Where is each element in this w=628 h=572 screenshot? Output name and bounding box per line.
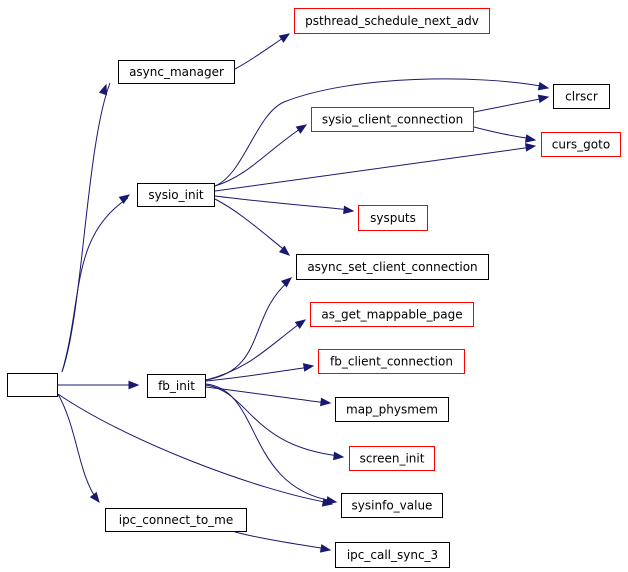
edge-fb_init-to-sysinfo_value [205,383,334,502]
node-box-psthread_schedule_next_adv [294,8,490,34]
node-box-as_get_mappable_page [310,302,474,327]
node-box-fb_client_connection [318,349,465,374]
arrowhead-sysio_init-to-clrscr [537,81,550,91]
node-map_physmem[interactable]: map_physmem [335,397,449,422]
edge-main-to-async_manager [61,82,111,373]
node-sysinfo_value[interactable]: sysinfo_value [341,493,443,518]
arrowhead-sysio_init-to-sysio_client_connection [295,124,308,134]
arrowhead-sysio_init-to-curs_goto [524,143,537,152]
node-label-async_manager: async_manager [129,65,224,79]
arrowhead-main-to-sysio_init [118,194,131,204]
arrowhead-sysio_init-to-sysputs [343,205,355,215]
node-label-clrscr: clrscr [565,90,598,104]
node-box-fb_init [147,374,206,398]
node-curs_goto[interactable]: curs_goto [541,132,621,157]
arrowhead-main-to-fb_init [128,380,140,390]
edge-sysio_init-to-async_set_client_connection [214,198,288,253]
node-label-screen_init: screen_init [360,452,425,466]
node-fb_client_connection[interactable]: fb_client_connection [318,349,465,374]
node-box-curs_goto [541,132,621,157]
arrowhead-fb_init-to-fb_client_connection [302,363,315,372]
nodes-layer: main async_manager psthread_schedule_next_… [7,8,621,568]
edge-sysio_init-to-curs_goto [214,146,533,192]
node-label-ipc_connect_to_me: ipc_connect_to_me [119,513,234,527]
arrowhead-fb_init-to-async_set_client_connection [280,277,293,288]
edge-sysio_init-to-sysputs [214,195,351,211]
node-box-async_set_client_connection [296,254,489,280]
edge-fb_init-to-fb_client_connection [205,366,311,382]
arrowhead-sysio_client_connection-to-curs_goto [524,134,537,143]
edge-fb_init-to-as_get_mappable_page [205,321,303,381]
arrowhead-fb_init-to-screen_init [333,451,345,461]
edge-sysio_client_connection-to-clrscr [473,97,546,113]
node-label-fb_init: fb_init [158,379,195,393]
arrowhead-fb_init-to-sysinfo_value [325,496,338,505]
edge-fb_init-to-async_set_client_connection [205,280,290,381]
edge-fb_init-to-map_physmem [205,386,328,404]
node-box-sysputs [358,205,428,231]
node-ipc_connect_to_me[interactable]: ipc_connect_to_me [105,508,247,532]
edge-sysio_client_connection-to-curs_goto [473,126,534,140]
node-box-async_manager [118,60,235,84]
node-label-map_physmem: map_physmem [346,403,438,417]
edge-main-to-sysinfo_value [57,393,331,504]
arrowhead-fb_init-to-map_physmem [320,397,332,407]
node-label-psthread_schedule_next_adv: psthread_schedule_next_adv [305,14,479,28]
node-box-ipc_call_sync_3 [335,542,450,568]
node-psthread_schedule_next_adv[interactable]: psthread_schedule_next_adv [294,8,490,34]
arrowhead-sysio_client_connection-to-clrscr [537,94,550,104]
edges-layer [57,33,550,553]
node-screen_init[interactable]: screen_init [349,446,435,471]
arrowhead-main-to-async_manager [98,83,108,96]
node-box-main [7,373,58,397]
node-box-screen_init [349,446,435,471]
arrowhead-sysio_init-to-async_set_client_connection [278,245,291,256]
node-label-curs_goto: curs_goto [552,138,610,152]
node-async_manager[interactable]: async_manager [118,60,235,84]
node-label-ipc_call_sync_3: ipc_call_sync_3 [347,548,438,562]
edge-sysio_init-to-clrscr [214,78,547,187]
node-as_get_mappable_page[interactable]: as_get_mappable_page [310,302,474,327]
node-box-sysio_init [137,183,215,207]
arrowhead-ipc_connect_to_me-to-ipc_call_sync_3 [319,544,332,553]
node-box-clrscr [553,84,610,109]
arrowhead-async_manager-to-psthread_schedule_next_adv [278,33,291,43]
node-box-sysinfo_value [341,493,443,518]
node-sysio_init[interactable]: sysio_init [137,183,215,207]
node-box-map_physmem [335,397,449,422]
node-clrscr[interactable]: clrscr [553,84,610,109]
node-fb_init[interactable]: fb_init [147,374,206,398]
edge-fb_init-to-screen_init [205,384,341,457]
node-async_set_client_connection[interactable]: async_set_client_connection [296,254,489,280]
edge-sysio_init-to-sysio_client_connection [214,126,304,187]
edge-main-to-ipc_connect_to_me [57,393,99,502]
edge-async_manager-to-psthread_schedule_next_adv [234,35,287,70]
node-ipc_call_sync_3[interactable]: ipc_call_sync_3 [335,542,450,568]
node-box-sysio_client_connection [311,107,474,132]
node-label-async_set_client_connection: async_set_client_connection [307,260,477,274]
edge-ipc_connect_to_me-to-ipc_call_sync_3 [234,531,328,550]
node-sysputs[interactable]: sysputs [358,205,428,231]
node-label-sysio_init: sysio_init [148,188,204,202]
node-label-main: main [18,378,48,392]
arrowhead-main-to-ipc_connect_to_me [89,491,100,504]
arrowhead-fb_init-to-as_get_mappable_page [294,319,307,330]
node-label-sysio_client_connection: sysio_client_connection [322,113,463,127]
edge-main-to-sysio_init [61,197,129,373]
node-sysio_client_connection[interactable]: sysio_client_connection [311,107,474,132]
node-label-sysinfo_value: sysinfo_value [352,499,433,513]
node-label-sysputs: sysputs [370,211,416,225]
node-label-fb_client_connection: fb_client_connection [330,355,453,369]
node-box-ipc_connect_to_me [105,508,247,532]
node-label-as_get_mappable_page: as_get_mappable_page [321,308,462,322]
node-main[interactable]: main [7,373,58,397]
